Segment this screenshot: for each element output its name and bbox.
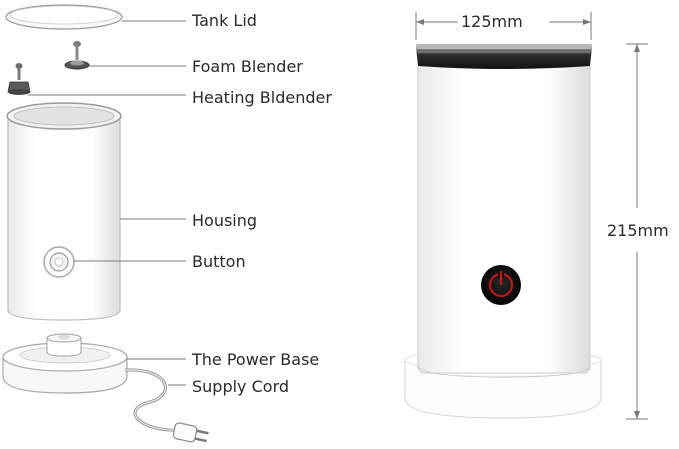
foam-blender-part [64,41,90,70]
label-heating-blender: Heating Bldender [192,88,332,107]
power-button-icon [481,265,521,305]
height-value: 215mm [607,221,669,240]
height-dimension [626,43,648,420]
label-supply-cord: Supply Cord [192,377,290,396]
label-tank-lid: Tank Lid [192,11,257,30]
label-foam-blender: Foam Blender [192,57,303,76]
leader-lines [28,20,186,386]
frother-product [404,44,602,419]
power-base-part [2,333,128,394]
housing-button [43,246,75,278]
label-power-base: The Power Base [192,350,320,369]
label-housing: Housing [192,211,258,230]
width-dimension [415,12,592,40]
label-button: Button [192,252,246,271]
tank-lid-part [5,4,123,30]
width-value: 125mm [461,12,523,31]
housing-part [6,102,122,321]
heating-blender-part [7,63,31,95]
supply-cord-part [124,368,209,443]
